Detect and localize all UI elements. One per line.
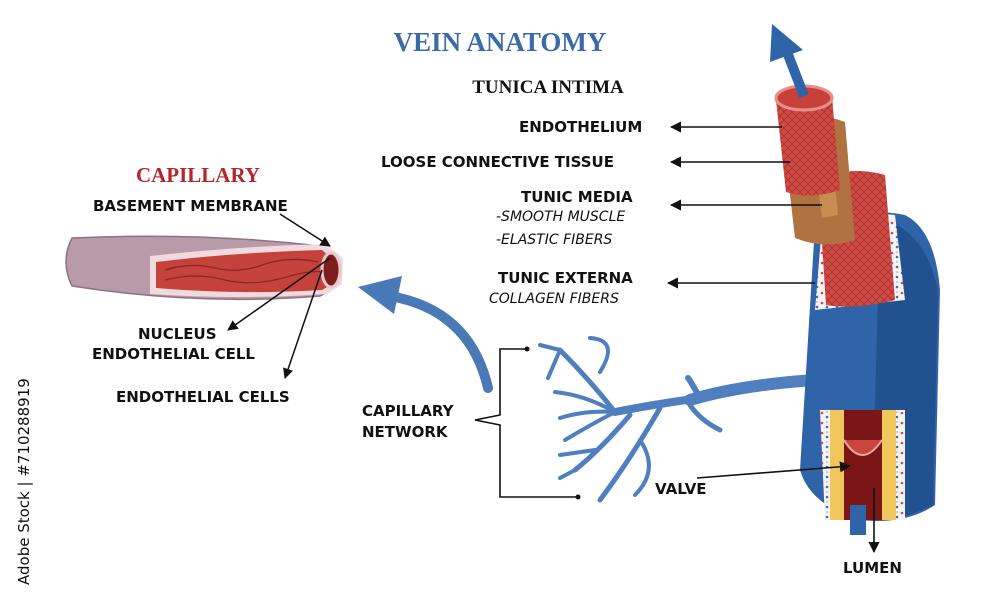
label-loose-connective-tissue: LOOSE CONNECTIVE TISSUE bbox=[381, 153, 614, 171]
vein-media-strip-right bbox=[882, 410, 896, 520]
capillary-title: CAPILLARY bbox=[136, 163, 260, 187]
label-endothelial-cells: ENDOTHELIAL CELLS bbox=[116, 388, 290, 406]
vein-media-strip-left bbox=[830, 410, 844, 520]
label-valve: VALVE bbox=[655, 480, 707, 498]
capillary-network bbox=[538, 336, 821, 503]
vein-endothelium bbox=[776, 92, 840, 196]
curved-flow-arrow-icon bbox=[358, 276, 493, 393]
label-capillary: CAPILLARY bbox=[362, 402, 455, 420]
label-tunic-media: TUNIC MEDIA bbox=[521, 188, 633, 206]
capillary-lumen bbox=[320, 251, 342, 289]
flow-direction-arrow-icon bbox=[770, 24, 809, 98]
label-endothelium: ENDOTHELIUM bbox=[519, 118, 642, 136]
label-network: NETWORK bbox=[362, 423, 449, 441]
valve-pointer bbox=[696, 461, 852, 479]
capillary-network-brace bbox=[474, 348, 578, 498]
subtitle-tunica-intima: TUNICA INTIMA bbox=[472, 77, 624, 98]
label-nucleus: NUCLEUS bbox=[138, 325, 217, 343]
vein-lumen bbox=[844, 410, 882, 520]
vein-valve-leaflet bbox=[843, 439, 883, 456]
basement-membrane-pointer bbox=[279, 213, 331, 247]
vein-bottom-stub bbox=[850, 505, 866, 535]
label-tunic-externa: TUNIC EXTERNA bbox=[498, 269, 633, 287]
capillary-endothelium bbox=[156, 250, 336, 293]
endothelial-cells-pointer bbox=[283, 269, 323, 379]
label-elastic-fibers: -ELASTIC FIBERS bbox=[496, 232, 612, 248]
vein-vessel bbox=[774, 84, 940, 535]
brace-dot-bottom bbox=[575, 494, 581, 500]
label-collagen-fibers: COLLAGEN FIBERS bbox=[489, 291, 619, 307]
label-basement-membrane: BASEMENT MEMBRANE bbox=[93, 197, 288, 215]
capillary-vessel bbox=[65, 235, 343, 301]
brace-dot-top bbox=[524, 346, 530, 352]
nucleus-pointer bbox=[227, 257, 331, 331]
label-smooth-muscle: -SMOOTH MUSCLE bbox=[496, 209, 625, 225]
watermark-text: Adobe Stock | #710288919 bbox=[15, 378, 33, 585]
label-lumen: LUMEN bbox=[843, 559, 902, 577]
label-endothelial-cell: ENDOTHELIAL CELL bbox=[92, 345, 255, 363]
main-title: VEIN ANATOMY bbox=[394, 27, 607, 57]
